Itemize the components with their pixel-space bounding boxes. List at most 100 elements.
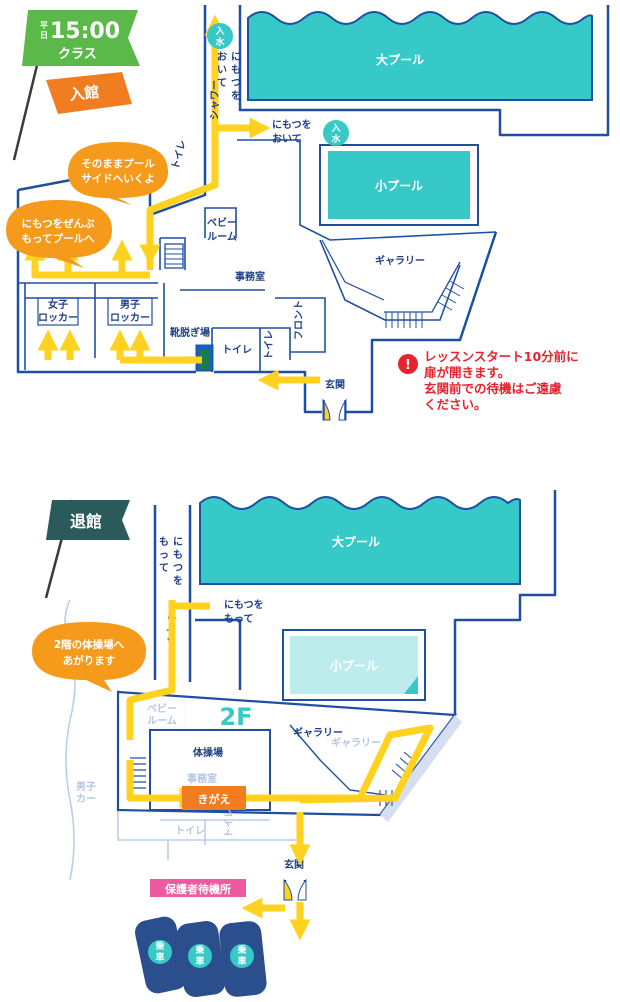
entry-girls-locker-2: ロッカー xyxy=(38,312,78,324)
entry-office: 事務室 xyxy=(235,270,265,283)
entry-flag: 平 日 15:00 クラス 入館 xyxy=(12,10,140,161)
svg-text:つ: つ xyxy=(173,563,183,574)
exit-bubble-line-2: あがります xyxy=(63,654,116,667)
car-1-label-2: 車 xyxy=(155,951,164,963)
entry-entrance: 玄関 xyxy=(325,378,345,391)
exit-map: 大プール 小プール 2F 体操場 ギャラリー ギャラリー ベビー ルーム 事務室… xyxy=(32,490,557,998)
svg-text:入: 入 xyxy=(330,123,340,134)
entry-flag-class: クラス xyxy=(58,47,97,62)
entry-large-pool-label: 大プール xyxy=(376,52,424,67)
exit-gym-label: 体操場 xyxy=(193,746,223,759)
entry-large-pool: 大プール xyxy=(247,11,593,101)
entry-baby-room-2: ルーム xyxy=(207,231,237,243)
exit-entrance-door xyxy=(283,878,307,901)
exit-route xyxy=(126,600,434,941)
svg-text:入: 入 xyxy=(214,26,224,37)
entry-baby-room-1: ベビー xyxy=(207,216,237,229)
bubble-to-pool-1: にもつをぜんぶ xyxy=(21,218,95,230)
exit-large-pool: 大プール xyxy=(199,496,521,585)
entry-leave-items-horizontal: にもつを おいて xyxy=(272,119,312,145)
svg-text:に: に xyxy=(231,51,241,63)
bubble-poolside-2: サイドへいくよ xyxy=(81,173,155,185)
svg-text:つ: つ xyxy=(231,78,241,89)
exit-gallery-ghost-label: ギャラリー xyxy=(331,736,381,749)
car-3-label-1: 乗 xyxy=(237,944,247,956)
entry-pool-entry-marker-2: 入 水 xyxy=(323,120,349,146)
exit-baby-room-2: ルーム xyxy=(147,715,177,727)
svg-text:お: お xyxy=(217,51,227,63)
entry-toilet-a: トイレ xyxy=(222,344,252,356)
car-2-label-2: 車 xyxy=(195,955,204,967)
entry-flag-weekday-2: 日 xyxy=(40,31,48,40)
svg-text:っ: っ xyxy=(159,550,169,561)
exit-change-label: きがえ xyxy=(198,792,231,806)
exit-small-pool: 小プール xyxy=(282,629,426,701)
exit-gallery-label: ギャラリー xyxy=(293,726,343,739)
svg-text:水: 水 xyxy=(331,133,341,145)
exit-bubble-line-1: 2階の体操場へ xyxy=(54,638,125,651)
svg-text:も: も xyxy=(159,536,169,548)
entry-stairs-gallery xyxy=(384,261,465,328)
entry-notice-text: レッスンスタート10分前に 扉が開きます。 玄関前での待機はご遠慮 ください。 xyxy=(424,349,579,412)
entry-leave-items-vertical: に も つ を お い て xyxy=(217,51,241,102)
svg-text:!: ! xyxy=(405,358,411,373)
entry-flag-weekday-1: 平 xyxy=(40,21,48,30)
entry-boys-locker-1: 男子 xyxy=(120,299,140,311)
entry-shower: シャワー xyxy=(209,80,221,120)
exit-baby-room-1: ベビー xyxy=(147,702,177,715)
svg-text:を: を xyxy=(231,90,241,102)
svg-text:て: て xyxy=(159,562,169,574)
exit-guardian-area: 保護者待機所 xyxy=(150,879,246,897)
exit-flag-label: 退館 xyxy=(70,512,102,531)
bubble-to-pool-2: もってプールへ xyxy=(22,232,95,245)
bubble-poolside-1: そのままプール xyxy=(81,157,155,170)
entry-map: 大プール 小プール トイレ ベビー ルーム 事務室 ギャラリー フロント トイレ… xyxy=(6,5,610,421)
entry-toilet-b: トイレ xyxy=(263,330,275,360)
entry-toilet-top: トイレ xyxy=(169,139,188,171)
exit-office-ghost: 事務室 xyxy=(187,772,217,785)
warning-icon: ! xyxy=(398,354,418,374)
exit-take-items-vertical: に も つ を も っ て xyxy=(159,536,183,587)
entry-entrance-door xyxy=(322,398,347,421)
exit-take-items-horizontal: にもつを もって xyxy=(224,599,264,625)
entry-tag-label: 入館 xyxy=(69,83,101,104)
exit-guardian-label: 保護者待機所 xyxy=(164,882,231,896)
exit-car-3: 乗 車 xyxy=(219,921,267,997)
exit-floor-label: 2F xyxy=(219,703,252,731)
entry-flag-time: 15:00 xyxy=(50,19,120,44)
entry-bubble-to-pool: にもつをぜんぶ もってプールへ xyxy=(6,200,112,268)
exit-small-pool-label: 小プール xyxy=(330,658,378,673)
exit-entrance-label: 玄関 xyxy=(284,858,304,871)
exit-car-2: 乗 車 xyxy=(176,920,226,998)
svg-text:を: を xyxy=(173,575,183,587)
car-3-label-2: 車 xyxy=(237,955,246,967)
svg-text:水: 水 xyxy=(215,36,225,48)
svg-text:も: も xyxy=(173,549,183,561)
entry-gallery: ギャラリー xyxy=(375,254,425,267)
svg-text:にもつを: にもつを xyxy=(272,119,312,131)
svg-text:おいて: おいて xyxy=(272,133,302,145)
exit-building-outline xyxy=(153,490,557,900)
entry-front: フロント xyxy=(293,300,305,340)
entry-girls-locker-1: 女子 xyxy=(48,298,68,311)
exit-flag: 退館 xyxy=(44,499,130,599)
car-1-label-1: 乗 xyxy=(155,940,165,952)
svg-text:も: も xyxy=(231,64,241,76)
exit-large-pool-label: 大プール xyxy=(332,534,380,549)
car-2-label-1: 乗 xyxy=(195,944,205,956)
svg-text:て: て xyxy=(217,77,227,89)
exit-toilet-ghost-2: トイレ xyxy=(223,808,235,838)
exit-locker-ghost-1: 男子 xyxy=(76,781,96,793)
exit-car-1: 乗 車 xyxy=(134,916,188,994)
svg-text:にもつを: にもつを xyxy=(224,599,264,611)
svg-text:もって: もって xyxy=(224,613,254,625)
exit-change-box: きがえ xyxy=(182,786,246,810)
exit-toilet-ghost: トイレ xyxy=(175,825,205,837)
entry-shoe-area: 靴脱ぎ場 xyxy=(170,326,210,339)
entry-small-pool-label: 小プール xyxy=(375,178,423,193)
entry-pool-entry-marker-1: 入 水 xyxy=(207,23,233,49)
entry-stairs-left xyxy=(164,243,184,269)
entry-gallery-rail xyxy=(321,239,385,301)
exit-locker-ghost-2: カー xyxy=(76,793,96,805)
